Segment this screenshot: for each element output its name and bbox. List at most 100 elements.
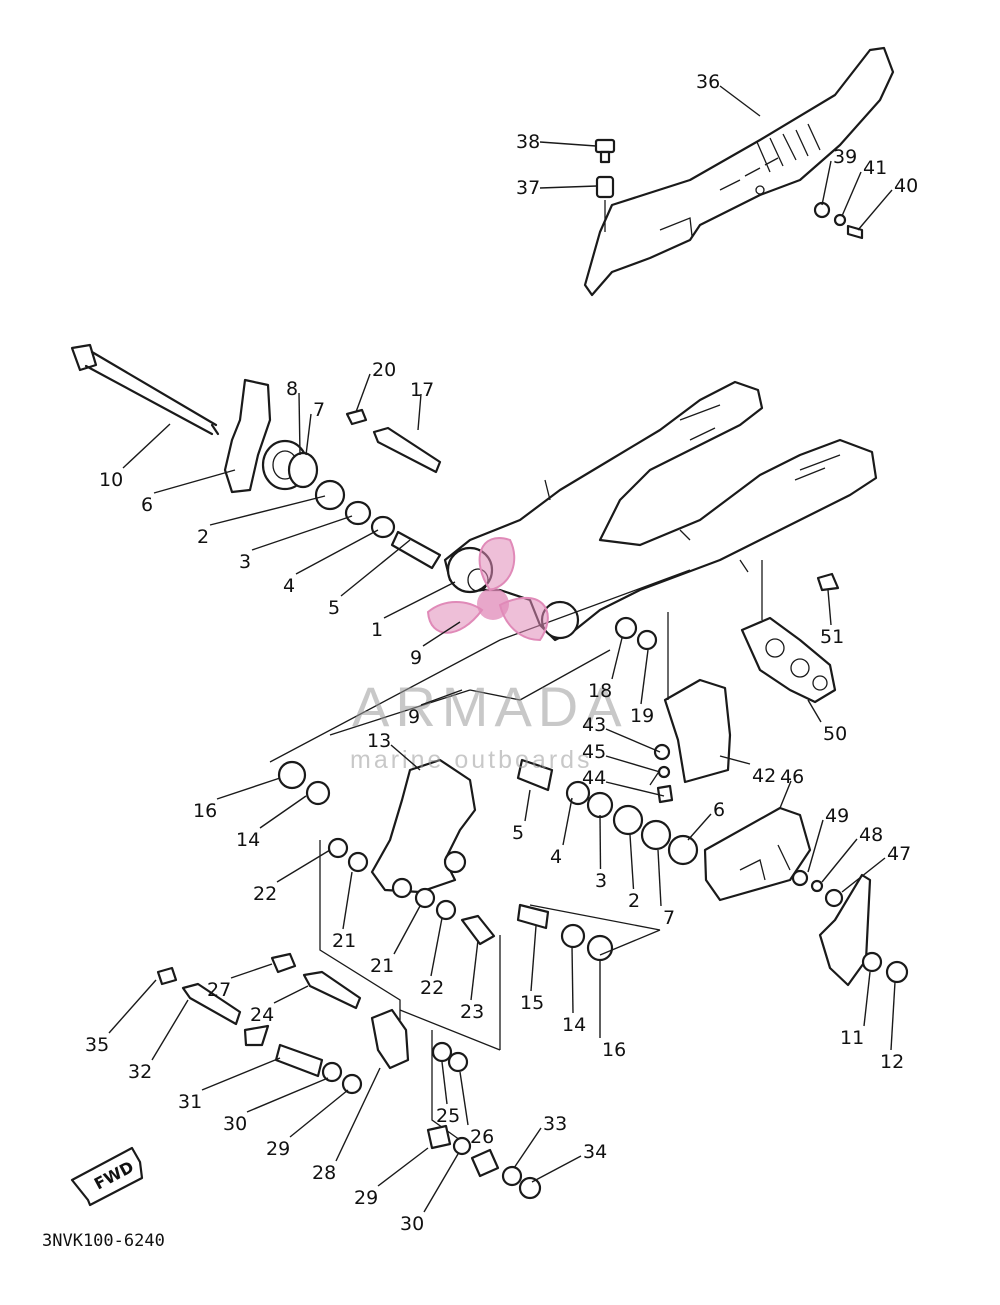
leader-line-14 [259,795,307,829]
leader-line-17 [417,393,422,431]
relay-arm-bushings [277,760,614,962]
callout-48: 48 [859,824,883,846]
callout-21: 21 [370,955,394,977]
leader-line-16 [216,777,281,800]
leader-line-27 [230,963,273,979]
leader-line-3 [599,814,602,870]
leader-line-11 [863,971,871,1027]
right-pivot-bearings [516,758,699,866]
leader-line-44 [605,781,665,797]
callout-27: 27 [207,979,231,1001]
fwd-arrow-icon [70,1146,144,1207]
leader-line-50 [807,699,822,723]
callout-29: 29 [354,1187,378,1209]
leader-line-42 [719,755,751,765]
callout-2: 2 [628,890,640,912]
leader-line-14 [571,945,574,1014]
callout-9: 9 [408,706,420,728]
leader-line-43 [605,728,661,753]
leader-line-5 [524,789,531,822]
callout-36: 36 [696,71,720,93]
callout-17: 17 [410,379,434,401]
leader-line-30 [423,1153,459,1213]
callout-18: 18 [588,680,612,702]
leader-line-5 [340,539,411,597]
callout-30: 30 [223,1113,247,1135]
chain-guide-42-part [614,612,732,804]
leader-line-19 [640,649,649,705]
callout-11: 11 [840,1027,864,1049]
leader-line-6 [687,813,712,841]
callout-37: 37 [516,177,540,199]
callout-50: 50 [823,723,847,745]
callout-6: 6 [713,799,725,821]
callout-32: 32 [128,1061,152,1083]
callout-47: 47 [887,843,911,865]
watermark-tagline: marine outboards [350,746,593,774]
callout-23: 23 [460,1001,484,1023]
callout-39: 39 [833,146,857,168]
leader-line-35 [108,979,157,1034]
leader-line-24 [273,985,309,1004]
callout-21: 21 [332,930,356,952]
callout-12: 12 [880,1051,904,1073]
leader-line-32 [151,999,189,1061]
leader-line-7 [305,413,312,456]
leader-line-21 [342,871,353,930]
leader-line-2 [629,834,635,890]
callout-33: 33 [543,1113,567,1135]
leader-line-25 [441,1061,448,1105]
leader-line-13 [390,744,421,771]
chain-slider-50-part [740,560,840,704]
leader-line-47 [841,857,886,893]
leader-line-20 [355,373,371,413]
callout-5: 5 [328,597,340,619]
callout-26: 26 [470,1126,494,1148]
leader-line-39 [821,160,832,206]
armada-logo [426,537,549,642]
leader-line-1 [383,581,456,619]
callout-22: 22 [253,883,277,905]
callout-44: 44 [582,767,606,789]
leader-line-4 [295,529,379,575]
relay-arm-part [370,758,477,899]
leader-line-46 [779,780,792,809]
callout-13: 13 [367,730,391,752]
leader-line-48 [821,838,858,883]
callout-3: 3 [239,551,251,573]
callout-14: 14 [236,829,260,851]
left-pivot-bearings [223,378,442,570]
callout-28: 28 [312,1162,336,1184]
callout-6: 6 [141,494,153,516]
leader-line-8 [298,392,301,456]
callout-42: 42 [752,765,776,787]
callout-43: 43 [582,714,606,736]
leader-line-41 [841,171,862,217]
callout-31: 31 [178,1091,202,1113]
leader-line-45 [605,755,661,773]
callout-34: 34 [583,1141,607,1163]
leader-line-15 [530,925,537,992]
leader-line-22 [430,917,443,977]
leader-line-29 [289,1089,349,1138]
leader-line-28 [335,1067,381,1162]
callout-49: 49 [825,805,849,827]
callout-40: 40 [894,175,918,197]
leader-line-18 [611,637,623,680]
leader-line-7 [657,849,662,907]
callout-2: 2 [197,526,209,548]
leader-line-21 [393,905,421,955]
callout-38: 38 [516,131,540,153]
assembly-bracket-lines [269,569,691,1141]
callout-22: 22 [420,977,444,999]
callout-3: 3 [595,870,607,892]
swingarm-part [443,380,878,642]
leader-line-40 [857,189,893,231]
callout-10: 10 [99,469,123,491]
leader-line-51 [827,589,832,626]
callout-8: 8 [286,378,298,400]
callout-1: 1 [371,619,383,641]
callout-24: 24 [250,1004,274,1026]
bolt-17-part [345,408,442,474]
